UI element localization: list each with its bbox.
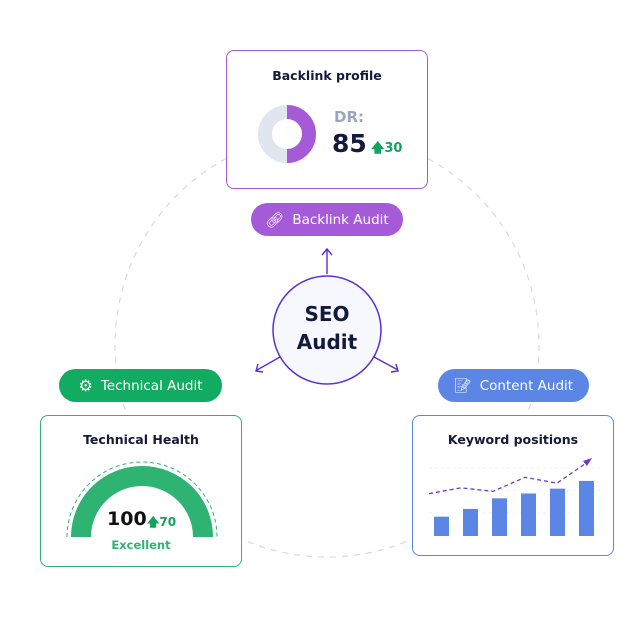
document-edit-icon: 📝︎ <box>453 377 472 394</box>
technical-card: Technical Health 100 🡅70 Excellent <box>40 415 242 567</box>
arrow-right <box>373 356 399 371</box>
content-card: Keyword positions <box>412 415 614 556</box>
center-circle <box>272 275 382 385</box>
health-change: 🡅70 <box>147 515 177 529</box>
dr-label: DR: <box>334 108 364 126</box>
backlink-audit-button[interactable]: 🔗︎Backlink Audit <box>251 203 403 236</box>
bar-4 <box>521 493 536 536</box>
gear-icon: ⚙ <box>78 376 93 395</box>
bar-6 <box>579 480 594 536</box>
bar-3 <box>492 498 507 536</box>
center-line2: Audit <box>296 330 358 354</box>
health-score: 100 <box>107 508 147 530</box>
backlink-card: Backlink profile DR: 85 🡅30 <box>226 50 428 189</box>
trend-arrowhead <box>583 458 592 466</box>
arrows <box>255 247 399 373</box>
technical-title: Technical Health <box>83 432 199 447</box>
dr-value: 85 <box>332 129 367 158</box>
content-title: Keyword positions <box>447 432 579 447</box>
dr-donut <box>258 105 316 163</box>
backlink-title: Backlink profile <box>272 68 382 83</box>
arrow-up-icon: 🡅 <box>371 141 385 156</box>
center-label: SEO Audit <box>273 300 381 356</box>
health-gauge <box>66 461 218 538</box>
center-line1: SEO <box>304 302 350 326</box>
bar-1 <box>434 516 449 536</box>
health-status: Excellent <box>111 538 171 552</box>
dr-change: 🡅30 <box>371 141 403 156</box>
bar-2 <box>463 508 478 536</box>
arrow-left <box>256 356 281 371</box>
arrow-up-icon: 🡅 <box>147 515 160 529</box>
technical-audit-button[interactable]: ⚙Technical Audit <box>59 369 222 402</box>
link-icon: 🔗︎ <box>265 210 285 229</box>
keyword-chart <box>428 458 601 536</box>
content-audit-button[interactable]: 📝︎Content Audit <box>438 369 589 402</box>
bar-5 <box>550 488 565 536</box>
